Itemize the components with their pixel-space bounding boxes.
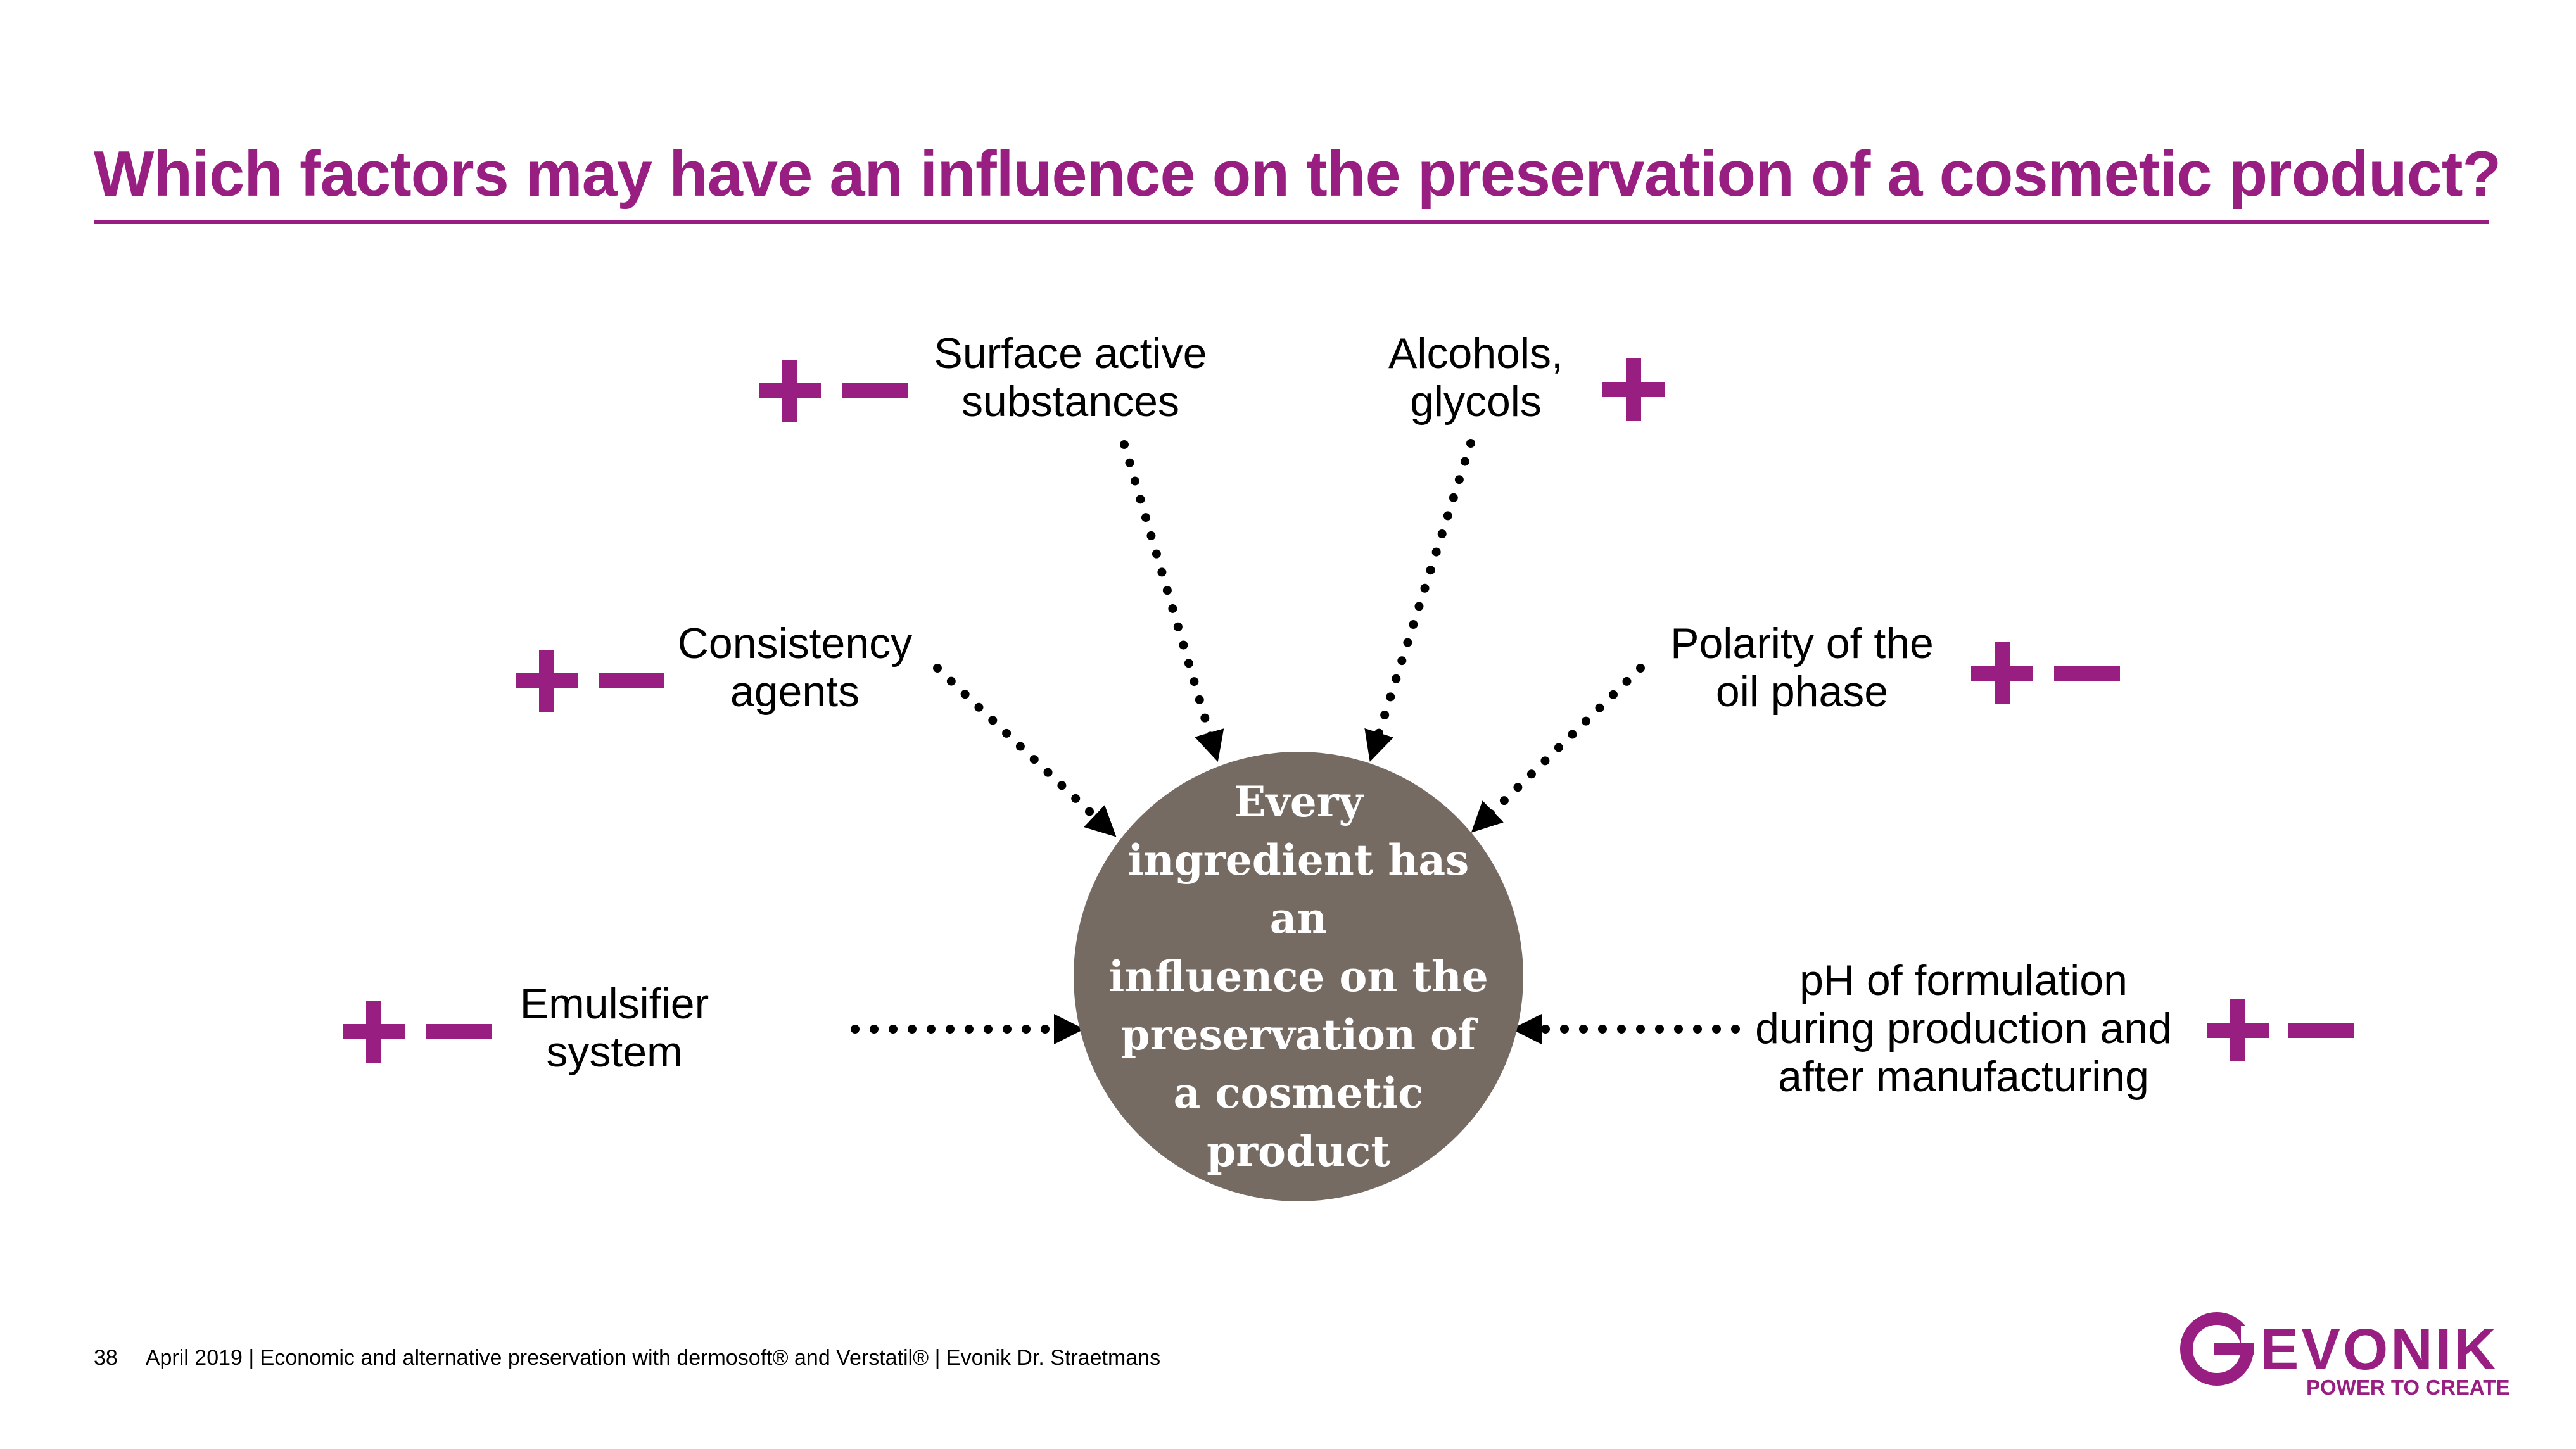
factor-label-ph: pH of formulation during production and … — [1742, 956, 2185, 1101]
plus-sign-polarity — [1971, 642, 2033, 704]
logo-emblem-icon — [2180, 1312, 2259, 1386]
center-line: Every — [1234, 777, 1363, 826]
factor-line: during production and — [1755, 1004, 2172, 1053]
factor-line: glycols — [1410, 377, 1542, 426]
slide-title: Which factors may have an influence on t… — [94, 139, 2501, 210]
arrow-surface-active — [1120, 440, 1224, 762]
factor-line: pH of formulation — [1799, 956, 2128, 1004]
plus-sign-ph — [2207, 999, 2269, 1061]
factor-label-emulsifier: Emulsifier system — [500, 980, 728, 1076]
factor-line: Polarity of the — [1670, 619, 1934, 668]
factor-line: Emulsifier — [519, 980, 709, 1028]
plus-sign-emulsifier — [343, 1001, 405, 1063]
center-line: a cosmetic — [1173, 1068, 1424, 1118]
factor-line: system — [546, 1028, 683, 1076]
evonik-logo: EVONIK — [2180, 1312, 2496, 1386]
plus-sign-surface-active — [759, 360, 821, 422]
factor-label-consistency: Consistency agents — [659, 619, 931, 716]
arrow-polarity — [1471, 664, 1645, 833]
factor-line: substances — [961, 377, 1179, 426]
slide-footer: 38 April 2019 | Economic and alternative … — [94, 1346, 1160, 1370]
factor-line: agents — [730, 668, 860, 716]
arrow-alcohols — [1364, 439, 1475, 762]
minus-sign-emulsifier — [426, 1024, 492, 1039]
center-line: preservation of — [1120, 1010, 1476, 1060]
factor-line: after manufacturing — [1778, 1053, 2149, 1101]
footer-text: April 2019 | Economic and alternative pr… — [145, 1346, 1161, 1370]
factor-line: Surface active — [934, 329, 1207, 377]
plus-sign-consistency — [516, 650, 578, 712]
center-line: influence on the — [1108, 952, 1488, 1001]
factor-label-polarity: Polarity of the oil phase — [1647, 619, 1957, 716]
minus-sign-consistency — [599, 673, 664, 688]
center-circle: Every ingredient has an influence on the… — [1074, 752, 1523, 1201]
minus-sign-surface-active — [842, 383, 908, 398]
logo-tagline: POWER TO CREATE — [2306, 1376, 2510, 1399]
plus-sign-alcohols — [1602, 358, 1665, 421]
factor-line: Consistency — [677, 619, 913, 668]
minus-sign-ph — [2288, 1023, 2354, 1038]
minus-sign-polarity — [2054, 666, 2120, 681]
center-line: ingredient has an — [1127, 835, 1469, 943]
center-line: product — [1207, 1127, 1390, 1176]
title-underline — [94, 220, 2489, 224]
factor-line: oil phase — [1715, 668, 1889, 716]
center-statement: Every ingredient has an influence on the… — [1096, 773, 1501, 1180]
factor-line: Alcohols, — [1388, 329, 1563, 377]
factor-label-alcohols: Alcohols, glycols — [1349, 329, 1602, 426]
factor-label-surface-active: Surface active substances — [912, 329, 1229, 426]
page-number: 38 — [94, 1346, 118, 1370]
arrow-consistency — [933, 664, 1117, 837]
logo-wordmark: EVONIK — [2260, 1317, 2496, 1382]
